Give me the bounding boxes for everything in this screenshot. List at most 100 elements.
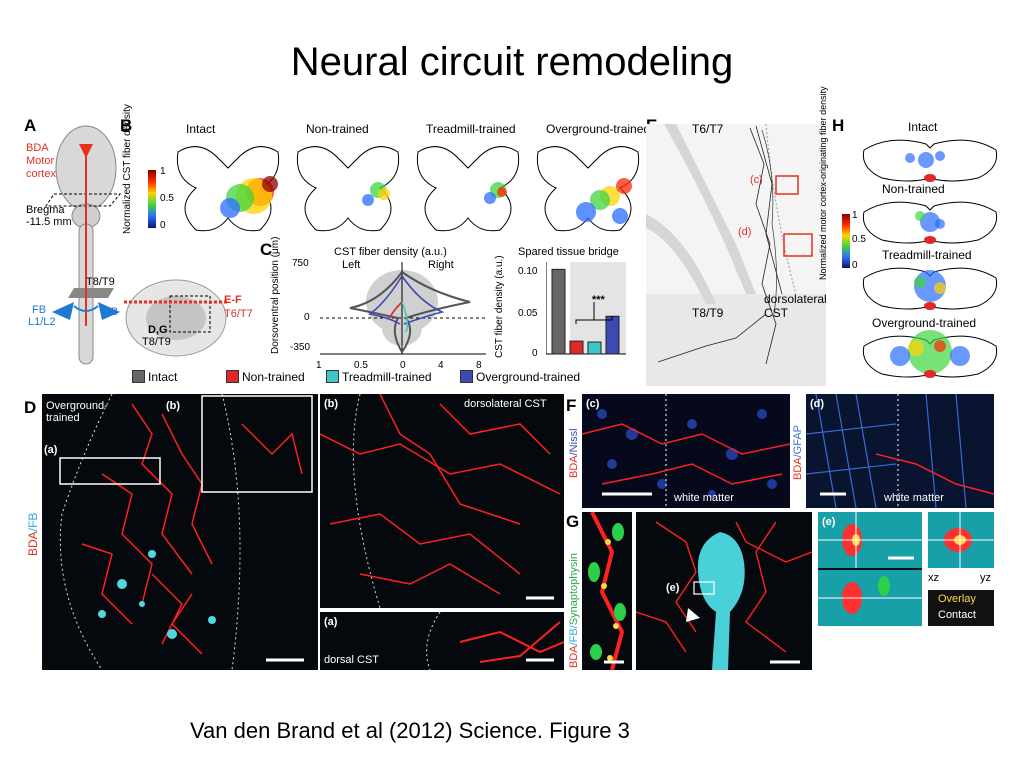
legend-label-2: Treadmill-trained xyxy=(342,370,432,384)
d-a-label: (a) xyxy=(44,444,58,456)
micrograph-g-neuron xyxy=(636,512,812,670)
h-density-blob-3-3 xyxy=(890,346,910,366)
micrograph-f-d xyxy=(806,394,994,508)
h-cb-mid: 0.5 xyxy=(852,234,866,245)
legend-item-0: Intact xyxy=(132,370,177,384)
h-density-blob-3-2 xyxy=(934,340,946,352)
micrograph-d-b xyxy=(320,394,564,608)
e-dorsolateral: dorsolateral xyxy=(764,292,827,306)
db-title: dorsolateral CST xyxy=(464,398,547,410)
cb-min: 0 xyxy=(160,220,166,231)
g-yz-label: yz xyxy=(980,572,991,584)
b-density-map-2 xyxy=(416,146,520,232)
g-stain-label: BDA/FB/Synaptophysin xyxy=(568,553,580,668)
d-overground: Overground- xyxy=(46,400,108,412)
significance-bracket xyxy=(575,302,613,324)
b-density-blob-3-1 xyxy=(590,190,610,210)
ef-label: E-F xyxy=(224,294,242,306)
f-stain-1-bda: BDA xyxy=(568,455,580,478)
b-density-map-3 xyxy=(536,146,640,232)
e-t6t7: T6/T7 xyxy=(692,122,724,136)
legend-item-1: Non-trained xyxy=(226,370,305,384)
b-group-label-3: Overground-trained xyxy=(546,122,651,136)
h-cb-max: 1 xyxy=(852,210,858,221)
panel-c-ylabel: Dorsoventral position (μm) xyxy=(270,236,281,354)
h-group-label-0: Intact xyxy=(908,120,938,134)
h-cb-min: 0 xyxy=(852,260,858,271)
b-density-blob-3-3 xyxy=(576,202,596,222)
e-c-label: (c) xyxy=(750,174,763,186)
g-xz-label: xz xyxy=(928,572,939,584)
t8t9b-label: T8/T9 xyxy=(142,336,171,348)
x-tick-4: 8 xyxy=(476,360,482,371)
g-stain-fb: /FB/ xyxy=(568,625,580,646)
x-tick-1: 0.5 xyxy=(354,360,368,371)
h-density-blob-2-1 xyxy=(914,276,926,288)
h-density-blob-2-2 xyxy=(934,282,946,294)
micrograph-g-contact xyxy=(818,512,922,626)
y-top: 750 xyxy=(292,258,309,269)
x-tick-2: 0 xyxy=(400,360,406,371)
fc-label: (c) xyxy=(586,398,600,410)
b-density-blob-3-4 xyxy=(612,208,628,224)
bar-tick-1: 0.05 xyxy=(518,308,538,319)
panel-b-colorbar-title: Normalized CST fiber density xyxy=(122,104,133,234)
b-outline-3 xyxy=(536,146,640,232)
y-bottom: -350 xyxy=(290,342,311,353)
fd-label: (d) xyxy=(810,398,825,410)
f-stain-2-rest: /GFAP xyxy=(792,424,804,458)
bar-tick-0: 0.10 xyxy=(518,266,538,277)
f-stain-2-bda: BDA xyxy=(792,457,804,480)
b-density-map-0 xyxy=(176,146,280,232)
panel-c-title: CST fiber density (a.u.) xyxy=(334,246,447,258)
panel-h-colorbar-title: Normalized motor cortex-originating fibe… xyxy=(818,86,828,280)
b-density-blob-0-3 xyxy=(220,198,240,218)
panel-c-left: Left xyxy=(342,259,361,271)
slide-title: Neural circuit remodeling xyxy=(290,40,734,84)
contact-label: Contact xyxy=(938,609,976,621)
g-e2-label: (e) xyxy=(822,516,836,528)
g-stain-syn: Synaptophysin xyxy=(568,553,580,626)
b-density-blob-0-4 xyxy=(262,176,278,192)
bar-2 xyxy=(587,341,602,355)
d-stain-label: BDA/FB xyxy=(26,513,40,556)
h-central-canal-2 xyxy=(924,302,936,310)
h-density-blob-1-2 xyxy=(935,219,945,229)
bar-3 xyxy=(605,315,620,355)
micrograph-g-yz xyxy=(928,512,994,568)
x-tick-0: 1 xyxy=(316,360,322,371)
d-stain-bda: BDA xyxy=(26,531,40,556)
panel-h-colorbar xyxy=(842,214,850,268)
b-outline-2 xyxy=(416,146,520,232)
b-density-blob-2-1 xyxy=(497,187,507,197)
micrograph-d-a xyxy=(320,612,564,670)
h-group-label-1: Non-trained xyxy=(882,182,945,196)
motor-label: Motor xyxy=(26,155,55,167)
h-density-blob-0-1 xyxy=(905,153,915,163)
overlay-contact-legend: Overlay Contact xyxy=(928,590,994,626)
bregma-mm-label: -11.5 mm xyxy=(26,216,72,228)
d-stain-fb: /FB xyxy=(26,512,40,532)
g-e1-label: (e) xyxy=(666,582,680,594)
t8t9-label: T8/T9 xyxy=(86,276,115,288)
b-density-blob-1-1 xyxy=(378,188,390,200)
legend-label-0: Intact xyxy=(148,370,178,384)
db-b-label: (b) xyxy=(324,398,339,410)
density-profile-plot xyxy=(320,262,486,355)
citation: Van den Brand et al (2012) Science. Figu… xyxy=(190,718,630,743)
h-density-blob-0-2 xyxy=(935,151,945,161)
dg-label: D,G xyxy=(148,324,168,336)
e-t8t9: T8/T9 xyxy=(692,306,724,320)
panel-d-label: D xyxy=(24,398,37,417)
da-a-label: (a) xyxy=(324,616,338,628)
legend-swatch-3 xyxy=(460,370,473,383)
h-density-map-0 xyxy=(862,139,998,182)
h-group-label-2: Treadmill-trained xyxy=(882,248,972,262)
bar-chart xyxy=(546,262,626,355)
legend-swatch-1 xyxy=(226,370,239,383)
l1l2-label: L1/L2 xyxy=(28,316,56,328)
f-stain-1-rest: /Nissl xyxy=(568,428,580,456)
overlay-label: Overlay xyxy=(938,593,976,605)
e-cst: CST xyxy=(764,306,788,320)
cb-mid: 0.5 xyxy=(160,193,174,204)
